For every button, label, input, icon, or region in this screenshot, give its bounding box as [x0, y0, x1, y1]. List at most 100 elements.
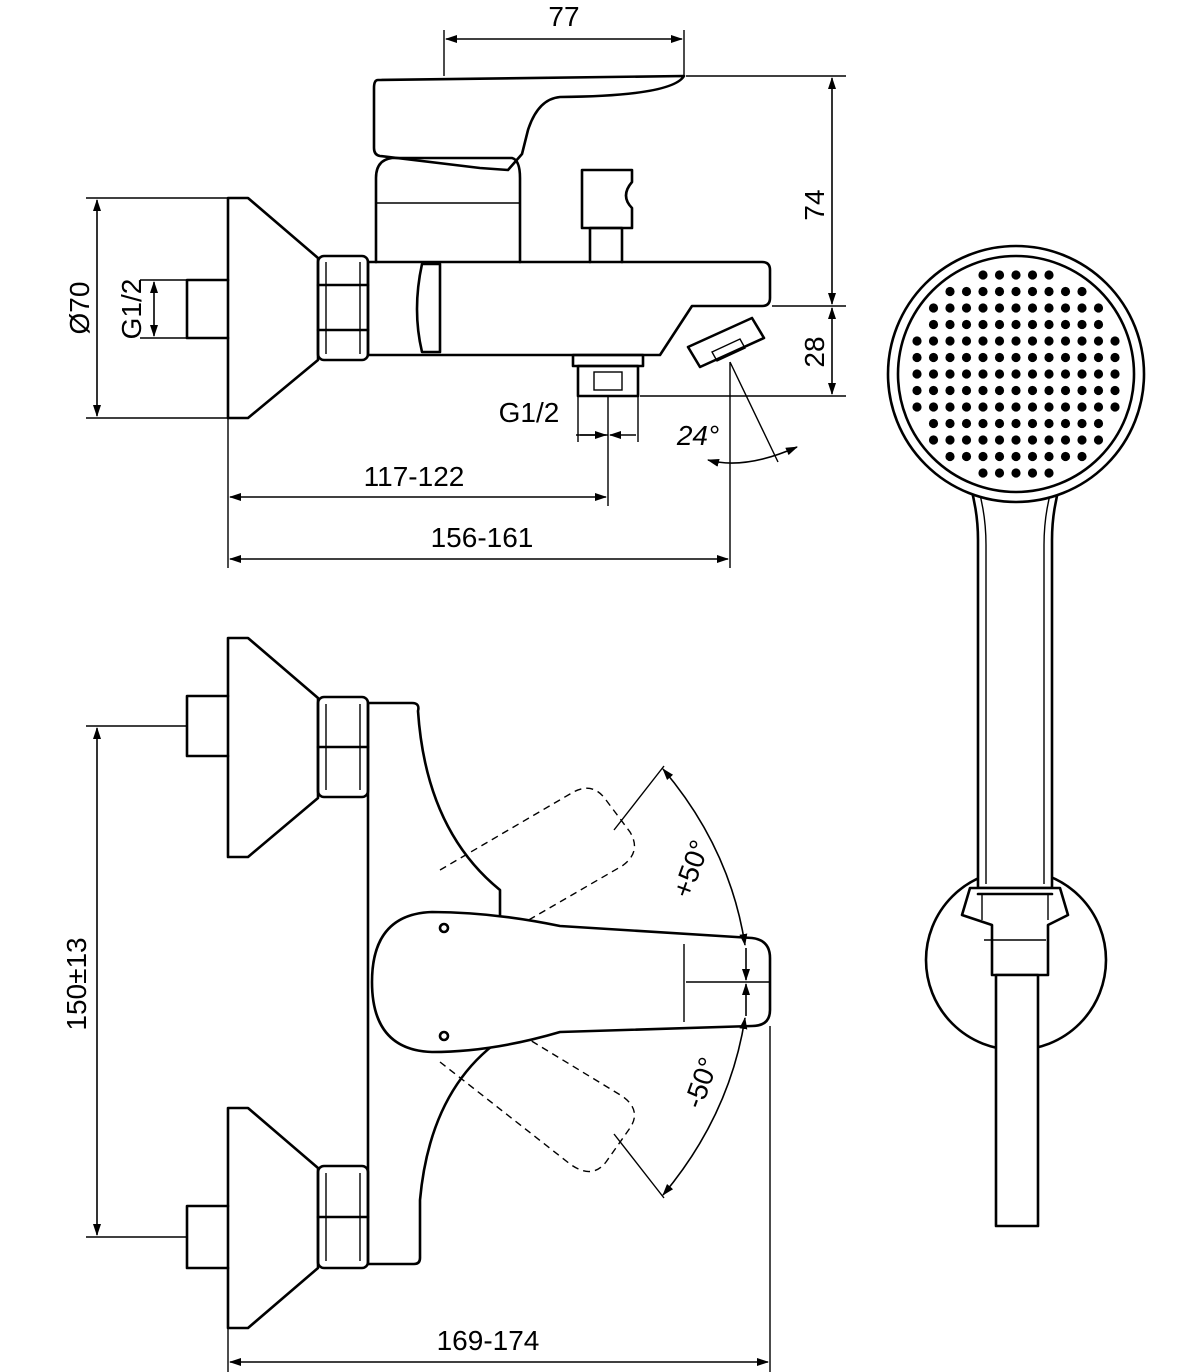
shower-nozzle	[1044, 402, 1054, 412]
shower-nozzle	[1077, 286, 1087, 297]
front-top-flange	[226, 636, 320, 859]
shower-nozzle	[945, 286, 955, 297]
shower-nozzle	[1077, 435, 1087, 445]
dim-lever-height: 74	[799, 189, 830, 220]
shower-nozzle	[994, 270, 1005, 280]
shower-nozzle	[994, 418, 1005, 429]
shower-nozzle	[928, 418, 939, 429]
dim-spout-drop: 28	[799, 336, 830, 367]
shower-nozzle	[1093, 352, 1104, 363]
shower-nozzle	[978, 402, 988, 412]
shower-nozzle	[1110, 369, 1120, 379]
shower-nozzle	[978, 468, 988, 478]
shower-nozzle	[945, 435, 955, 445]
shower-nozzle	[945, 418, 955, 429]
shower-nozzle	[1044, 418, 1054, 429]
shower-nozzle	[994, 286, 1005, 297]
shower-nozzle	[1077, 385, 1087, 396]
shower-nozzle	[912, 369, 922, 379]
shower-nozzle	[994, 319, 1005, 330]
shower-handle	[960, 460, 1070, 890]
shower-nozzle	[978, 451, 988, 462]
shower-nozzle	[1060, 435, 1071, 445]
shower-nozzle	[945, 319, 955, 330]
shower-nozzle	[1060, 451, 1071, 462]
shower-nozzle	[945, 336, 955, 346]
shower-nozzle	[1044, 435, 1054, 445]
shower-nozzle	[1093, 369, 1104, 379]
shower-nozzle	[1060, 336, 1071, 346]
front-top-pipe	[185, 694, 230, 758]
shower-nozzle	[994, 402, 1005, 412]
shower-nozzle	[1011, 336, 1021, 346]
shower-nozzle	[1044, 352, 1054, 363]
shower-nozzle	[912, 402, 922, 412]
shower-nozzle	[945, 402, 955, 412]
shower-nozzle	[994, 385, 1005, 396]
shower-nozzle	[945, 385, 955, 396]
shower-nozzle	[994, 303, 1005, 313]
lever-down-position	[439, 1033, 636, 1173]
shower-nozzle	[1027, 270, 1038, 280]
shower-nozzle	[1060, 319, 1071, 330]
shower-nozzle	[961, 303, 972, 313]
shower-hose	[994, 973, 1040, 1228]
shower-nozzle	[994, 468, 1005, 478]
front-lever-handle	[370, 910, 772, 1054]
side-mixer-body	[366, 260, 772, 357]
shower-nozzle	[1027, 402, 1038, 412]
shower-nozzle	[1044, 369, 1054, 379]
shower-nozzle	[1044, 270, 1054, 280]
shower-nozzle	[1077, 418, 1087, 429]
shower-nozzle	[1044, 319, 1054, 330]
shower-nozzle	[1011, 468, 1021, 478]
shower-nozzle	[1011, 451, 1021, 462]
shower-nozzle	[1027, 286, 1038, 297]
shower-nozzle	[961, 286, 972, 297]
shower-nozzle	[945, 352, 955, 363]
shower-holder	[960, 886, 1070, 977]
shower-nozzle	[928, 336, 939, 346]
shower-nozzle	[1011, 286, 1021, 297]
shower-nozzle	[945, 369, 955, 379]
shower-nozzle	[1011, 319, 1021, 330]
shower-nozzle	[1093, 336, 1104, 346]
dim-outlet-distance: 117-122	[364, 461, 465, 492]
hand-shower	[886, 244, 1146, 1228]
shower-nozzle	[1110, 336, 1120, 346]
shower-nozzle	[1027, 336, 1038, 346]
shower-nozzle	[1060, 369, 1071, 379]
shower-nozzle	[1077, 319, 1087, 330]
shower-nozzle	[912, 336, 922, 346]
shower-nozzle	[961, 418, 972, 429]
shower-nozzle	[928, 303, 939, 313]
shower-nozzle	[1077, 303, 1087, 313]
side-body-window	[415, 262, 442, 354]
front-bottom-nut	[316, 1164, 370, 1270]
shower-nozzle	[1060, 402, 1071, 412]
shower-nozzle	[978, 286, 988, 297]
shower-nozzle	[994, 369, 1005, 379]
shower-nozzle	[1093, 402, 1104, 412]
dim-inlet-thread: G1/2	[116, 279, 147, 340]
shower-nozzle	[1027, 451, 1038, 462]
shower-nozzle	[961, 319, 972, 330]
shower-nozzle	[928, 319, 939, 330]
shower-nozzle	[961, 402, 972, 412]
shower-nozzle	[1077, 336, 1087, 346]
shower-nozzle	[994, 451, 1005, 462]
front-bottom-pipe	[185, 1204, 230, 1270]
shower-nozzle	[1077, 352, 1087, 363]
shower-nozzle	[1027, 352, 1038, 363]
shower-nozzle	[1110, 385, 1120, 396]
shower-nozzle	[928, 435, 939, 445]
shower-nozzle	[1011, 270, 1021, 280]
shower-nozzle	[1027, 319, 1038, 330]
side-view	[185, 74, 772, 420]
shower-nozzle	[961, 451, 972, 462]
shower-nozzle	[1011, 303, 1021, 313]
side-bottom-outlet	[571, 353, 645, 398]
shower-nozzle	[961, 435, 972, 445]
side-diverter-knob	[580, 168, 634, 264]
shower-nozzle	[978, 270, 988, 280]
